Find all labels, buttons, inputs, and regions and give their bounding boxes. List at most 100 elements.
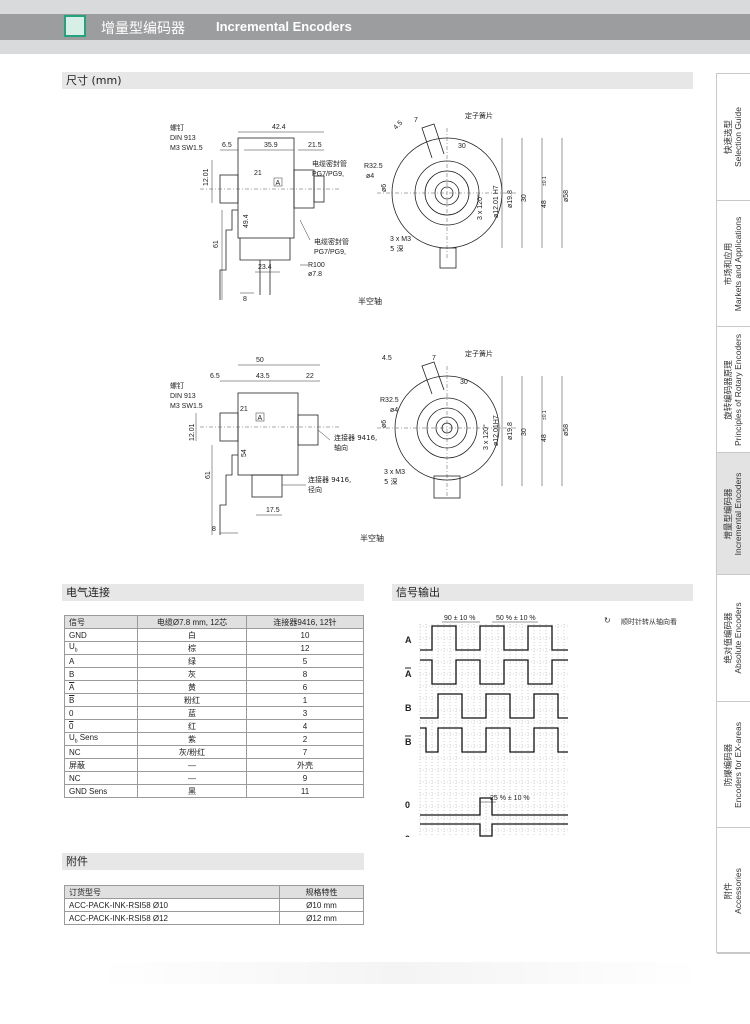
connector-cell: 4 [246, 719, 364, 733]
svg-text:M3 SW1.5: M3 SW1.5 [170, 403, 203, 410]
svg-text:R32.5: R32.5 [364, 163, 383, 170]
svg-text:连接器 9416,: 连接器 9416, [308, 475, 351, 484]
signal-cell: 屏蔽 [64, 758, 138, 772]
section-dimensions-title: 尺寸 (mm) [62, 72, 693, 89]
signal-cell: GND [64, 628, 138, 642]
svg-text:54: 54 [241, 449, 248, 457]
signal-cell: B [64, 667, 138, 681]
svg-text:A: A [276, 180, 281, 187]
cable-cell: 灰/粉红 [137, 745, 247, 759]
signal-cell: 0 [64, 719, 138, 733]
svg-text:50: 50 [256, 357, 264, 364]
svg-text:ø12.01H7: ø12.01H7 [493, 415, 500, 446]
col-connector: 连接器9416, 12针 [246, 615, 364, 629]
header-band [0, 14, 750, 40]
svg-text:3 x 120°: 3 x 120° [476, 194, 484, 220]
svg-text:电缆密封管: 电缆密封管 [312, 159, 347, 168]
svg-text:12.01: 12.01 [189, 423, 196, 441]
connector-cell: 10 [246, 628, 364, 642]
section-accessories-title: 附件 [62, 853, 364, 870]
svg-text:±0.1: ±0.1 [542, 176, 548, 186]
svg-text:DIN 913: DIN 913 [170, 135, 196, 142]
svg-text:5 深: 5 深 [390, 244, 404, 253]
connector-cell: 3 [246, 706, 364, 720]
drawing1-side-view: 42.4 6.5 35.9 21.5 21 A 12.01 49.4 61 23… [200, 124, 340, 303]
label-a: A [405, 635, 412, 645]
cable-cell: 黄 [137, 680, 247, 694]
label-zero-bar: 0 [405, 834, 410, 837]
col-cable: 电缆Ø7.8 mm, 12芯 [137, 615, 247, 629]
cable-cell: 灰 [137, 667, 247, 681]
connector-cell: 5 [246, 654, 364, 668]
svg-text:90 ± 10 %: 90 ± 10 % [444, 615, 475, 622]
svg-text:径向: 径向 [308, 485, 322, 494]
svg-text:50 % ± 10 %: 50 % ± 10 % [496, 615, 536, 622]
cable-cell: 黑 [137, 784, 247, 798]
svg-text:8: 8 [243, 296, 247, 303]
model-cell: ACC-PACK-INK-RSI58 Ø12 [64, 911, 280, 925]
model-cell: ACC-PACK-INK-RSI58 Ø10 [64, 898, 280, 912]
connector-cell: 8 [246, 667, 364, 681]
wave-b-bar [420, 727, 568, 753]
svg-text:5 深: 5 深 [384, 477, 398, 486]
label-b-bar: B [405, 737, 412, 747]
signal-grid [419, 624, 568, 836]
svg-text:61: 61 [213, 240, 220, 248]
drawing2-connector1-label: 连接器 9416, 轴向 [334, 433, 377, 452]
svg-text:轴向: 轴向 [334, 443, 348, 452]
signal-cell: A [64, 654, 138, 668]
svg-text:ø4: ø4 [366, 173, 374, 180]
signal-cell: 0 [64, 706, 138, 720]
svg-text:ø7.8: ø7.8 [308, 271, 322, 278]
drawing2-caption: 半空轴 [360, 534, 384, 543]
svg-text:电缆密封管: 电缆密封管 [314, 237, 349, 246]
svg-text:17.5: 17.5 [266, 507, 280, 514]
svg-text:30: 30 [521, 428, 528, 436]
svg-text:21.5: 21.5 [308, 142, 322, 149]
col-spec: 规格特性 [279, 885, 364, 899]
cable-cell: 蓝 [137, 706, 247, 720]
svg-text:ø4: ø4 [390, 407, 398, 414]
svg-text:12.01: 12.01 [203, 168, 210, 186]
rotation-note: 顺时针转从轴向看 [621, 618, 677, 626]
connector-cell: 12 [246, 641, 364, 655]
connector-cell: 2 [246, 732, 364, 746]
rotation-icon: ↻ [604, 616, 611, 625]
signal-output-diagram: 90 ± 10 % 50 % ± 10 % 25 % ± 10 % A A B … [405, 615, 568, 837]
svg-text:4.5: 4.5 [382, 355, 392, 362]
svg-text:3 x M3: 3 x M3 [390, 236, 411, 243]
label-a-bar: A [405, 669, 412, 679]
connector-cell: 9 [246, 771, 364, 785]
svg-text:±0.1: ±0.1 [542, 410, 548, 420]
svg-text:ø58: ø58 [563, 190, 570, 202]
svg-text:ø58: ø58 [563, 424, 570, 436]
svg-text:21: 21 [254, 170, 262, 177]
spec-cell: Ø10 mm [279, 898, 364, 912]
electrical-table-header: 信号 电缆Ø7.8 mm, 12芯 连接器9416, 12针 [64, 615, 364, 629]
wave-zero-bar [420, 823, 568, 837]
svg-text:ø6: ø6 [381, 420, 388, 428]
wave-b [420, 693, 568, 719]
svg-text:PG7/PG9,: PG7/PG9, [312, 171, 344, 178]
